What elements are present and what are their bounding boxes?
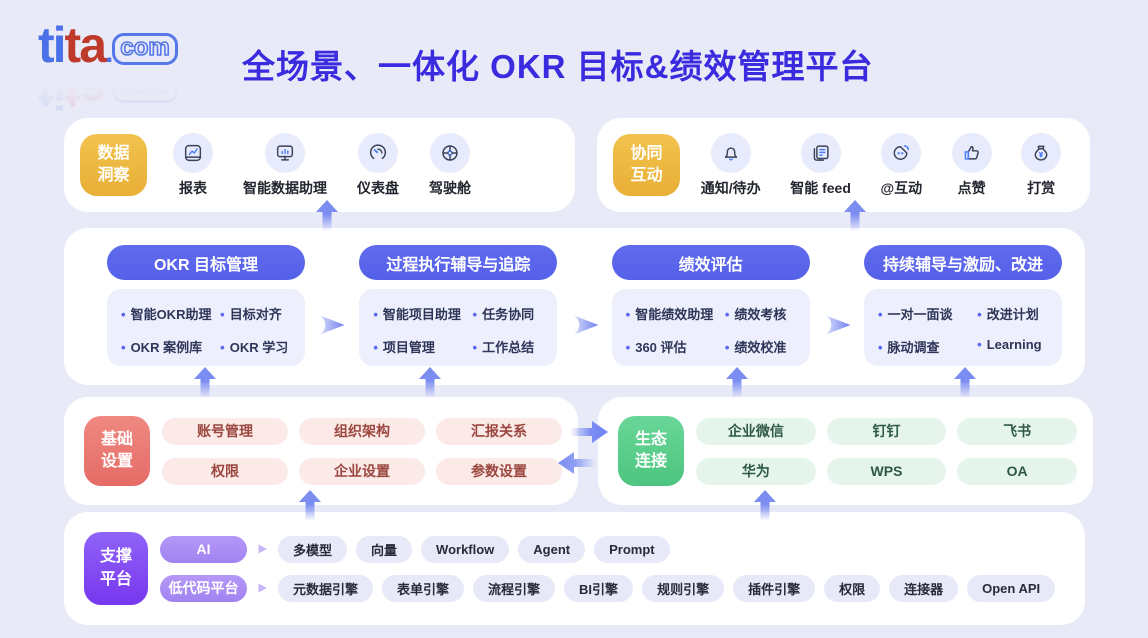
flow-bullets: 智能OKR助理 目标对齐 OKR 案例库 OKR 学习 <box>107 289 305 366</box>
ecosystem-pill: 飞书 <box>957 417 1077 445</box>
setting-pill: 汇报关系 <box>436 417 562 445</box>
flow-header: 持续辅导与激励、改进 <box>863 245 1062 280</box>
collaboration-card: 协同 互动 通知/待办 <box>597 118 1090 212</box>
low-code-capability-pill: 流程引擎 <box>473 574 556 602</box>
chevron-right-icon <box>256 542 269 556</box>
logo-dot: . <box>105 36 113 69</box>
ecosystem-card: 生态 连接 企业微信 钉钉 飞书 华为 WPS OA <box>598 397 1093 505</box>
up-arrow-icon <box>316 200 338 231</box>
ai-platform-row: AI 多模型 向量 Workflow Agent Prompt <box>160 535 1067 563</box>
flow-bullets: 智能项目助理 任务协同 项目管理 工作总结 <box>359 289 558 366</box>
ai-label: AI <box>160 535 247 563</box>
up-arrow-icon <box>726 367 748 398</box>
chevron-right-icon <box>256 581 269 595</box>
feature-mention: @互动 <box>880 132 922 198</box>
thumbs-up-icon <box>951 132 992 173</box>
support-platform-badge: 支撑 平台 <box>84 532 148 605</box>
cockpit-wheel-icon <box>430 132 470 173</box>
low-code-capability-pill: 权限 <box>824 574 881 602</box>
flow-header: OKR 目标管理 <box>107 245 305 280</box>
okr-flow-card: OKR 目标管理 智能OKR助理 目标对齐 OKR 案例库 OKR 学习 过程执… <box>64 228 1085 385</box>
ai-capability-pill: Prompt <box>594 535 670 563</box>
ecosystem-pill: 华为 <box>696 457 816 485</box>
data-insight-badge: 数据 洞察 <box>80 134 147 196</box>
ai-capability-pill: Workflow <box>421 535 510 563</box>
mention-chat-icon <box>881 132 922 173</box>
flow-right-arrow-icon <box>320 315 345 335</box>
feature-cockpit: 驾驶舱 <box>429 132 471 198</box>
up-arrow-icon <box>194 367 216 398</box>
support-platform-card: 支撑 平台 AI 多模型 向量 Workflow Agent Prompt 低代… <box>64 512 1085 625</box>
setting-pill: 权限 <box>162 457 288 485</box>
flow-header: 绩效评估 <box>611 245 810 280</box>
collaboration-badge: 协同 互动 <box>613 134 680 196</box>
low-code-capability-pill: 表单引擎 <box>382 574 465 602</box>
up-arrow-icon <box>954 367 976 398</box>
low-code-capability-pill: 元数据引擎 <box>278 574 374 602</box>
low-code-label: 低代码平台 <box>160 574 247 602</box>
setting-pill: 账号管理 <box>162 417 288 445</box>
ecosystem-pill: 企业微信 <box>696 417 816 445</box>
setting-pill: 企业设置 <box>299 457 425 485</box>
logo-ti: ti <box>38 17 67 73</box>
up-arrow-icon <box>844 200 866 231</box>
feature-report: 报表 <box>173 132 213 198</box>
setting-pill: 组织架构 <box>299 417 425 445</box>
right-arrow-icon <box>570 421 608 443</box>
basic-settings-badge: 基础 设置 <box>84 416 150 486</box>
dashboard-gauge-icon <box>358 132 398 173</box>
flow-col-okr-management: OKR 目标管理 智能OKR助理 目标对齐 OKR 案例库 OKR 学习 <box>107 245 305 385</box>
ecosystem-badge: 生态 连接 <box>618 416 684 486</box>
feature-smart-data-assistant: 智能数据助理 <box>243 132 327 198</box>
low-code-capability-pill: Open API <box>967 574 1056 602</box>
flow-col-performance-review: 绩效评估 智能绩效助理 绩效考核 360 评估 绩效校准 <box>611 245 810 385</box>
flow-right-arrow-icon <box>574 315 599 335</box>
flow-bullets: 一对一面谈 改进计划 脉动调查 Learning <box>863 289 1062 366</box>
reward-pouch-icon <box>1021 132 1062 173</box>
logo-ta: ta <box>64 17 107 73</box>
tita-logo-text: tita.com <box>38 20 238 72</box>
ecosystem-pill: 钉钉 <box>826 417 947 445</box>
ecosystem-pill: OA <box>957 457 1077 485</box>
setting-pill: 参数设置 <box>436 457 562 485</box>
data-insight-card: 数据 洞察 报表 <box>64 118 575 212</box>
low-code-capability-pill: 插件引擎 <box>733 574 816 602</box>
ecosystem-pill: WPS <box>826 457 947 485</box>
ai-capability-pill: 向量 <box>356 535 413 563</box>
low-code-platform-row: 低代码平台 元数据引擎 表单引擎 流程引擎 BI引擎 规则引擎 插件引擎 权限 … <box>160 574 1067 602</box>
ai-capability-pill: 多模型 <box>278 535 348 563</box>
up-arrow-icon <box>419 367 441 398</box>
basic-settings-card: 基础 设置 账号管理 组织架构 汇报关系 权限 企业设置 参数设置 <box>64 397 578 505</box>
logo-com: com <box>112 33 178 65</box>
low-code-capability-pill: BI引擎 <box>564 574 634 602</box>
smart-data-assistant-icon <box>265 132 305 173</box>
flow-col-continuous-coaching: 持续辅导与激励、改进 一对一面谈 改进计划 脉动调查 Learning <box>863 245 1062 385</box>
flow-header: 过程执行辅导与追踪 <box>359 245 558 280</box>
feature-notifications: 通知/待办 <box>701 132 761 198</box>
feed-icon <box>800 132 841 173</box>
feature-reward: 打赏 <box>1021 132 1062 198</box>
up-arrow-icon <box>754 490 776 521</box>
up-arrow-icon <box>299 490 321 521</box>
feature-like: 点赞 <box>951 132 992 198</box>
low-code-capability-pill: 规则引擎 <box>642 574 725 602</box>
flow-bullets: 智能绩效助理 绩效考核 360 评估 绩效校准 <box>611 289 810 366</box>
report-icon <box>173 132 213 173</box>
bell-icon <box>710 132 751 173</box>
low-code-capability-pill: 连接器 <box>889 574 959 602</box>
flow-right-arrow-icon <box>826 315 851 335</box>
page-title: 全场景、一体化 OKR 目标&绩效管理平台 <box>242 48 874 85</box>
feature-dashboard: 仪表盘 <box>357 132 399 198</box>
feature-smart-feed: 智能 feed <box>790 132 851 198</box>
left-arrow-icon <box>558 452 596 474</box>
flow-col-process-tracking: 过程执行辅导与追踪 智能项目助理 任务协同 项目管理 工作总结 <box>359 245 558 385</box>
tita-logo-reflection: tita.com <box>38 63 238 119</box>
ai-capability-pill: Agent <box>518 535 586 563</box>
tita-logo: tita.com tita.com <box>38 20 238 119</box>
